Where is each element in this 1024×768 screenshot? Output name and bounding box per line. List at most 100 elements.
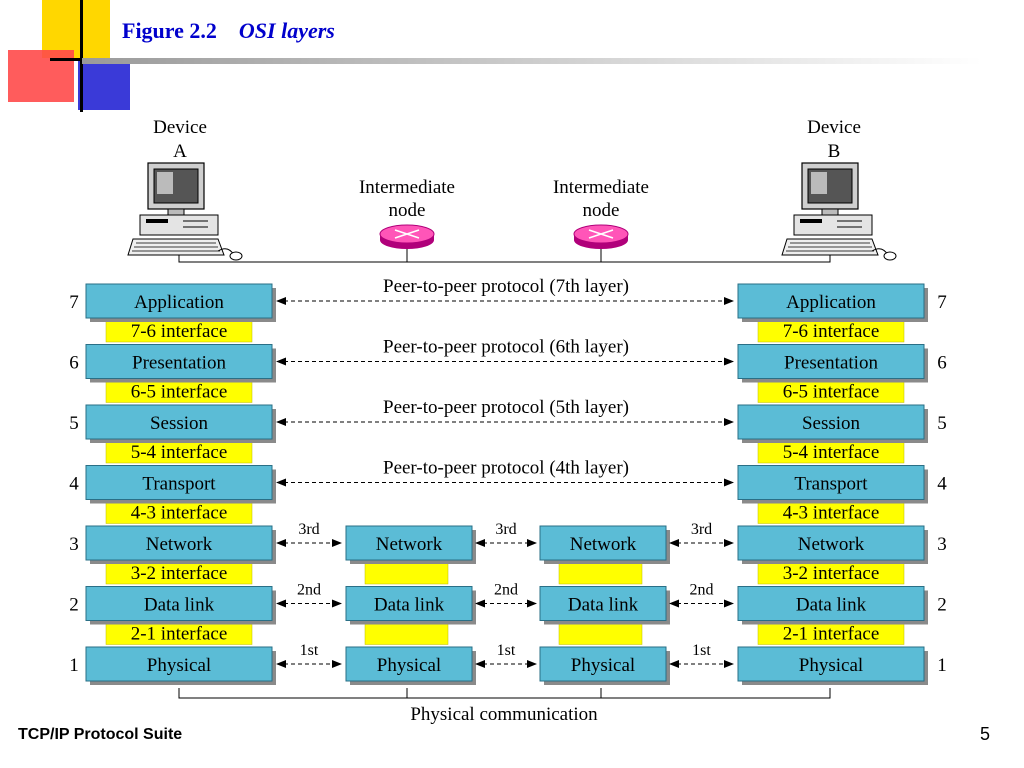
intermediate-node-2-label-line2: node	[583, 200, 620, 221]
hop-label: 3rd	[298, 521, 319, 538]
figure-subtitle: OSI layers	[238, 18, 335, 43]
device-b-layer-box	[737, 586, 925, 621]
device-a-layer-number: 1	[69, 655, 79, 676]
device-a-layer-number: 4	[69, 474, 79, 495]
device-b-label-line1: Device	[807, 117, 861, 138]
hop-label: 2nd	[494, 582, 518, 599]
intermediate-node-1-label-line2: node	[389, 200, 426, 221]
device-a-layer-box	[85, 283, 273, 319]
device-a-layer-box	[85, 525, 273, 561]
device-b-interface-label: 6-5 interface	[783, 382, 880, 403]
device-a-layer-number: 2	[69, 595, 79, 616]
device-a-layer-label: Network	[146, 534, 213, 555]
corner-decoration	[0, 0, 130, 115]
device-a-computer-icon	[127, 162, 243, 261]
device-b-layer-number: 4	[937, 474, 947, 495]
title-underline	[82, 58, 982, 64]
device-a-layer-number: 7	[69, 292, 79, 313]
slide-title: Figure 2.2 OSI layers	[122, 18, 335, 44]
node-1-layer-box	[345, 646, 473, 682]
device-a-layer-number: 5	[69, 413, 79, 434]
physical-communication-line	[178, 688, 831, 699]
hop-label: 1st	[497, 642, 516, 659]
intermediate-node-1-label-line1: Intermediate	[359, 177, 455, 198]
node-1-layer-box	[345, 586, 473, 621]
node-2-layer-label: Physical	[571, 655, 635, 676]
peer-protocol-label: Peer-to-peer protocol (5th layer)	[383, 397, 629, 418]
peer-protocol-label: Peer-to-peer protocol (4th layer)	[383, 458, 629, 479]
device-b-layer-box	[737, 525, 925, 561]
device-a-interface-label: 2-1 interface	[131, 624, 228, 645]
intermediate-node-2-router-icon	[573, 224, 629, 250]
device-b-interface-label: 5-4 interface	[783, 442, 880, 463]
device-a-layer-number: 6	[69, 353, 79, 374]
hop-label: 3rd	[495, 521, 516, 538]
device-a-interface-label: 3-2 interface	[131, 563, 228, 584]
device-b-label-line2: B	[828, 141, 841, 162]
node-1-layer-label: Physical	[377, 655, 441, 676]
device-a-label-line2: A	[173, 141, 187, 162]
footer-course-title: TCP/IP Protocol Suite	[18, 726, 183, 743]
node-2-layer-box	[539, 525, 667, 561]
device-b-layer-box	[737, 404, 925, 440]
hop-label: 3rd	[691, 521, 712, 538]
device-a-layer-label: Session	[150, 413, 209, 434]
node-2-layer-box	[539, 586, 667, 621]
node-1-layer-label: Network	[376, 534, 443, 555]
node-1-layer-box	[345, 525, 473, 561]
device-b-layer-label: Data link	[796, 595, 867, 616]
page-number: 5	[980, 724, 991, 744]
device-a-layer-box	[85, 465, 273, 500]
device-b-layer-label: Presentation	[784, 353, 878, 374]
device-b-layer-number: 1	[937, 655, 947, 676]
device-b-layer-box	[737, 646, 925, 682]
device-b-layer-label: Network	[798, 534, 865, 555]
device-b-interface-label: 2-1 interface	[783, 624, 880, 645]
hop-label: 2nd	[690, 582, 714, 599]
device-b-computer-icon	[781, 162, 897, 261]
hop-label: 2nd	[297, 582, 321, 599]
intermediate-node-1-router-icon	[379, 224, 435, 250]
node-2-layer-label: Network	[570, 534, 637, 555]
intermediate-node-2-label-line1: Intermediate	[553, 177, 649, 198]
device-b-layer-label: Physical	[799, 655, 863, 676]
node-2-layer-label: Data link	[568, 595, 639, 616]
device-a-layer-box	[85, 344, 273, 379]
device-b-layer-box	[737, 344, 925, 379]
device-a-layer-box	[85, 586, 273, 621]
device-b-interface-label: 7-6 interface	[783, 321, 880, 342]
device-b-layer-number: 2	[937, 595, 947, 616]
device-a-layer-label: Presentation	[132, 353, 226, 374]
device-b-layer-label: Application	[786, 292, 876, 313]
peer-protocol-label: Peer-to-peer protocol (6th layer)	[383, 337, 629, 358]
device-a-layer-number: 3	[69, 534, 79, 555]
device-a-interface-label: 5-4 interface	[131, 442, 228, 463]
device-b-interface-label: 3-2 interface	[783, 563, 880, 584]
device-b-layer-label: Session	[802, 413, 861, 434]
device-b-layer-number: 3	[937, 534, 947, 555]
device-a-layer-label: Application	[134, 292, 224, 313]
device-a-label-line1: Device	[153, 117, 207, 138]
peer-protocol-label: Peer-to-peer protocol (7th layer)	[383, 276, 629, 297]
device-b-layer-number: 5	[937, 413, 947, 434]
hop-label: 1st	[692, 642, 711, 659]
hop-label: 1st	[300, 642, 319, 659]
device-a-layer-label: Physical	[147, 655, 211, 676]
device-b-interface-label: 4-3 interface	[783, 503, 880, 524]
device-b-layer-label: Transport	[794, 474, 868, 495]
device-a-interface-label: 6-5 interface	[131, 382, 228, 403]
device-a-layer-box	[85, 404, 273, 440]
node-2-layer-box	[539, 646, 667, 682]
device-b-layer-number: 6	[937, 353, 947, 374]
device-b-layer-box	[737, 283, 925, 319]
physical-communication-label: Physical communication	[410, 704, 598, 725]
device-a-layer-box	[85, 646, 273, 682]
device-a-layer-label: Transport	[142, 474, 216, 495]
node-1-layer-label: Data link	[374, 595, 445, 616]
device-a-interface-label: 4-3 interface	[131, 503, 228, 524]
device-b-layer-box	[737, 465, 925, 500]
network-link	[178, 240, 831, 263]
device-a-layer-label: Data link	[144, 595, 215, 616]
figure-number: Figure 2.2	[122, 18, 217, 43]
